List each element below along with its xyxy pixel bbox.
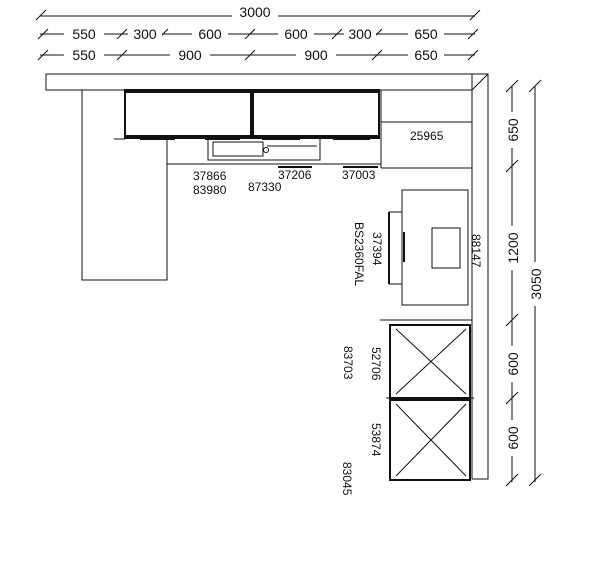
- label-d: 87330: [248, 180, 282, 194]
- dim-row1-2: 300: [133, 26, 157, 42]
- wall-cabinet-right: [252, 89, 380, 139]
- dim-right-4: 600: [505, 426, 521, 450]
- right-dimensions: 650 1200 600 600 3050: [505, 79, 544, 487]
- dim-row1-6: 650: [414, 26, 438, 42]
- top-wall: [45, 73, 489, 91]
- appliance-panel: [431, 227, 461, 269]
- dim-row1-3: 600: [198, 26, 222, 42]
- label-c: 37206: [278, 168, 312, 182]
- label-v4: 83703: [341, 346, 355, 380]
- wall-cabinet-left: [124, 89, 252, 139]
- label-a: 37866: [193, 169, 227, 183]
- right-units: [380, 189, 474, 481]
- dim-row2-3: 900: [304, 47, 328, 63]
- right-wall: [471, 73, 489, 480]
- item-codes: 25965 37866 83980 37206 87330 37003 BS23…: [193, 129, 483, 496]
- label-v2: 37394: [370, 232, 384, 266]
- dim-row1-4: 600: [284, 26, 308, 42]
- label-b: 83980: [193, 183, 227, 197]
- label-e: 37003: [342, 168, 376, 182]
- dim-row2-1: 550: [72, 47, 96, 63]
- corner-upper-cabinet: [380, 89, 473, 123]
- dim-row2-4: 650: [414, 47, 438, 63]
- dim-total-top: 3000: [239, 4, 270, 20]
- label-v6: 53874: [369, 423, 383, 457]
- label-top-corner: 25965: [410, 129, 444, 143]
- dim-row1-5: 300: [348, 26, 372, 42]
- dim-right-3: 600: [505, 352, 521, 376]
- label-v7: 83045: [340, 462, 354, 496]
- sink: [207, 137, 321, 161]
- walls: [45, 73, 489, 480]
- top-wall-cabinets: [114, 89, 473, 169]
- top-dimensions: 3000 550 300 600 600 300 650 550 900 900…: [35, 4, 481, 63]
- dim-right-total: 3050: [528, 268, 544, 299]
- tall-unit: [401, 189, 469, 306]
- label-v3: 88147: [469, 234, 483, 268]
- dim-row1-1: 550: [72, 26, 96, 42]
- dim-right-2: 1200: [505, 232, 521, 263]
- dim-right-1: 650: [505, 118, 521, 142]
- dim-row2-2: 900: [178, 47, 202, 63]
- label-v1: BS2360FAL: [352, 222, 366, 286]
- label-v5: 52706: [369, 347, 383, 381]
